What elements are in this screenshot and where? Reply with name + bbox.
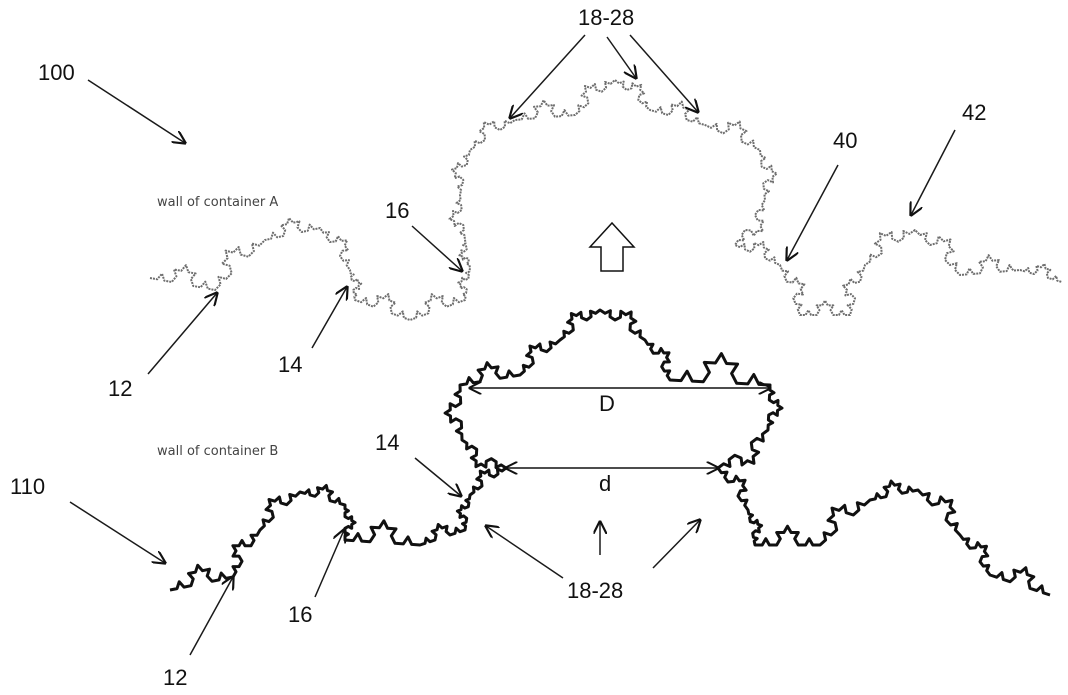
label-14-b: 14	[375, 430, 399, 455]
leader-18-28-b1	[486, 526, 564, 579]
leader-16-a	[411, 225, 462, 271]
label-40: 40	[833, 128, 857, 153]
leader-18-28-a3	[629, 34, 698, 112]
leader-12-b	[189, 577, 233, 656]
leader-14-a	[311, 287, 347, 349]
leader-18-28-a2	[606, 36, 636, 78]
leader-42	[911, 129, 956, 215]
label-18-28-top: 18-28	[578, 5, 634, 30]
leader-40	[787, 164, 839, 260]
leader-100	[87, 79, 185, 143]
leader-16-b	[314, 530, 344, 598]
leader-12-a	[147, 293, 217, 375]
label-110: 110	[10, 474, 45, 499]
leader-18-28-b3	[652, 520, 700, 569]
caption-wall-b: wall of container B	[157, 444, 278, 459]
container-b-outline	[169, 308, 1051, 597]
container-b-wall	[169, 308, 1051, 597]
leader-18-28-a1	[510, 34, 586, 118]
label-100: 100	[38, 60, 75, 85]
up-arrow-icon	[588, 221, 636, 272]
caption-wall-a: wall of container A	[157, 195, 278, 210]
leader-110	[69, 501, 165, 563]
container-a-outline	[149, 79, 1063, 321]
label-12-a: 12	[108, 376, 132, 401]
label-d: d	[599, 471, 611, 496]
label-12-b: 12	[163, 665, 187, 690]
label-16-a: 16	[385, 198, 409, 223]
label-14-a: 14	[278, 352, 302, 377]
label-42: 42	[962, 100, 986, 125]
leader-14-b	[414, 457, 461, 496]
label-18-28-bottom: 18-28	[567, 578, 623, 603]
label-D: D	[599, 391, 615, 416]
container-a-wall	[149, 79, 1063, 321]
label-16-b: 16	[288, 602, 312, 627]
